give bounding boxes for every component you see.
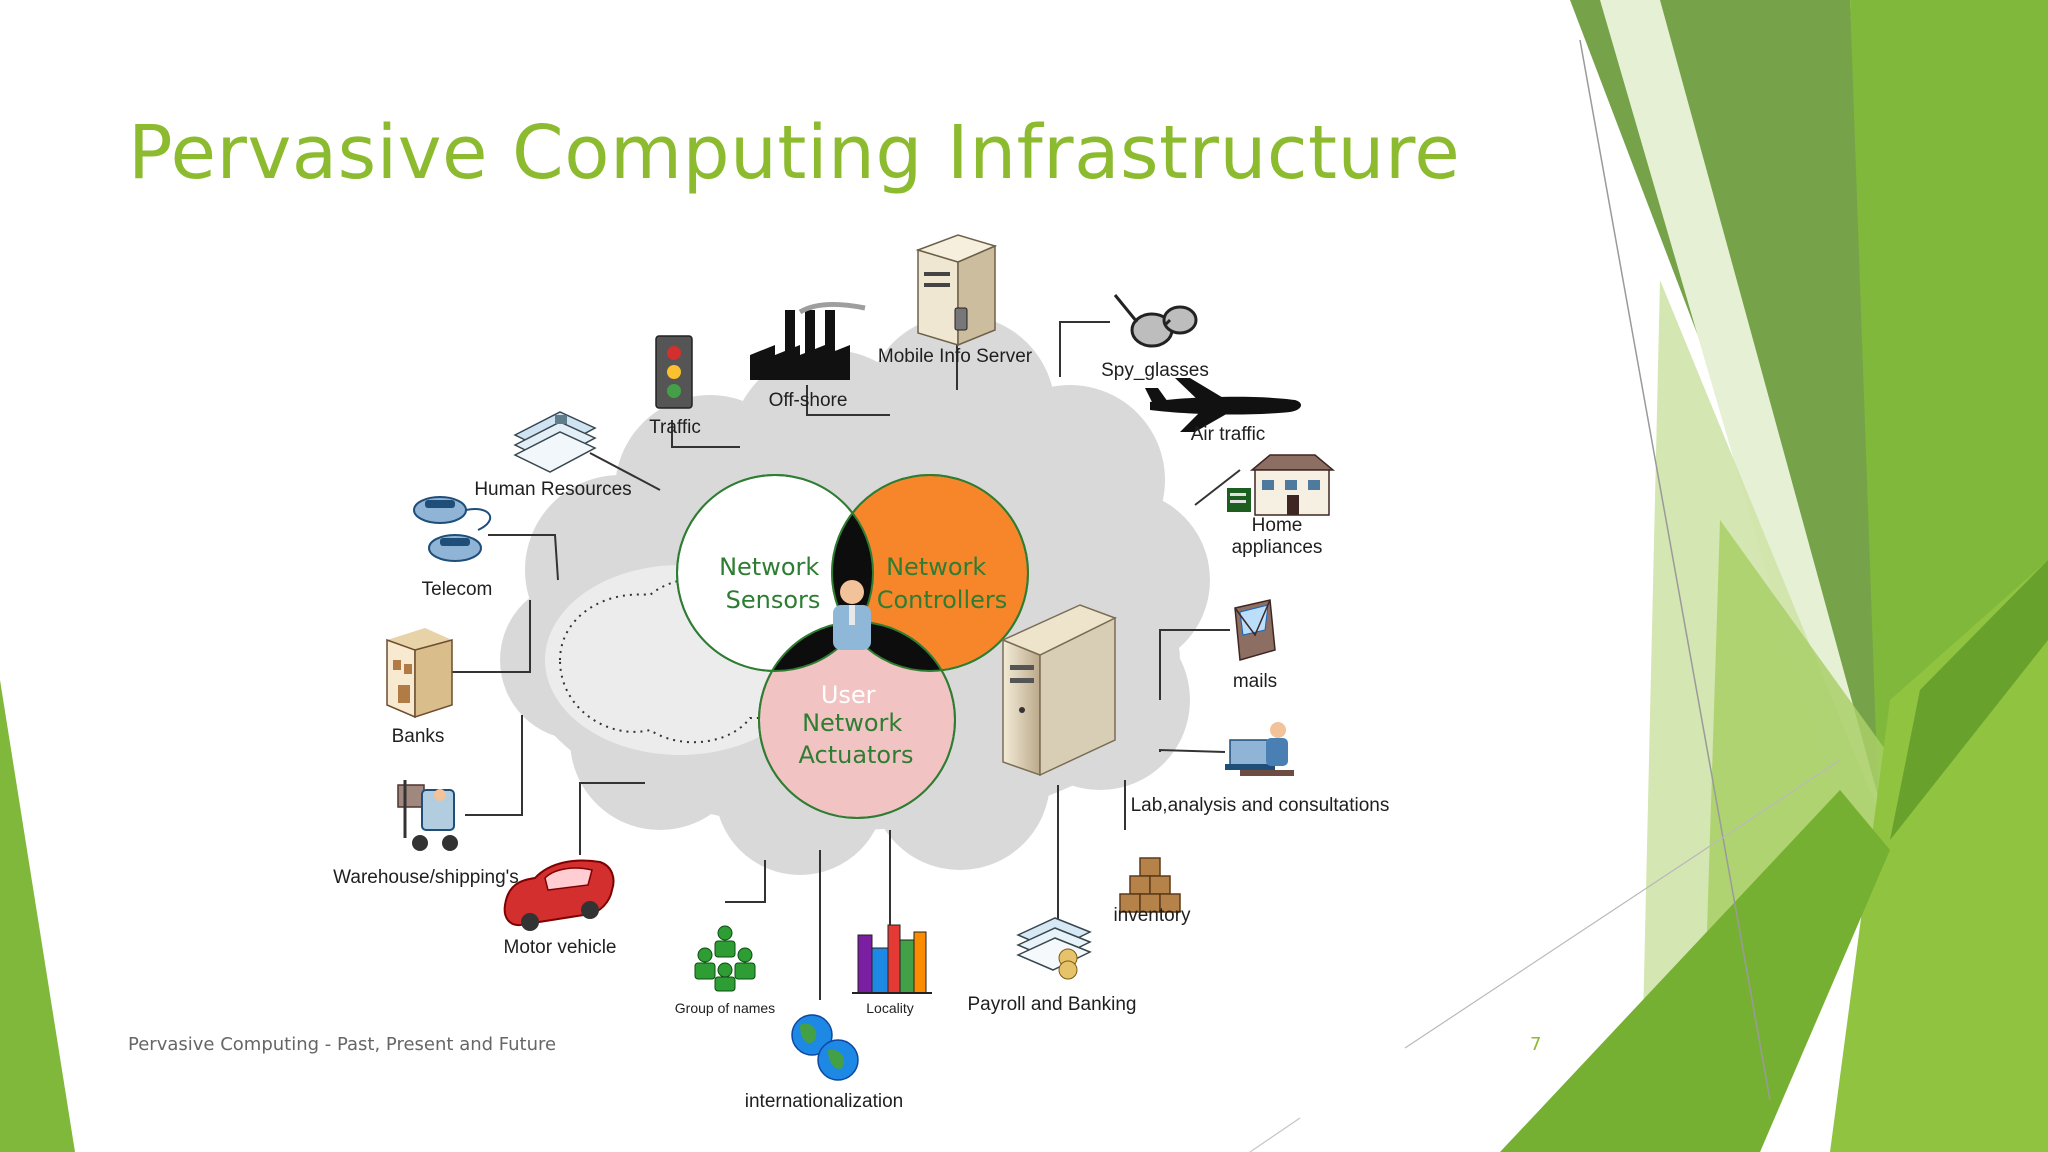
- boxes-icon: [1119, 857, 1181, 913]
- thin-line-1: [1579, 39, 1771, 1101]
- right-facet-3: [1600, 0, 1890, 840]
- page-number: 7: [1530, 1034, 1542, 1055]
- venn-actuators-line2: Network: [802, 709, 902, 737]
- label-home-appliances-1: Home: [1252, 515, 1303, 536]
- connector-lines: [450, 321, 1241, 1000]
- label-internationalization: internationalization: [745, 1091, 903, 1112]
- venn-actuators-line3: Actuators: [799, 741, 914, 769]
- mail-icon: [1234, 599, 1276, 661]
- globe-icon: [791, 1014, 859, 1081]
- glasses-icon: [1113, 294, 1198, 348]
- label-spy-glasses: Spy_glasses: [1101, 360, 1209, 381]
- label-lab: Lab,analysis and consultations: [1131, 795, 1390, 816]
- label-locality: Locality: [866, 1000, 913, 1016]
- traffic-light-icon: [655, 335, 693, 409]
- airplane-icon: [1145, 378, 1302, 432]
- venn-sensors-line2: Sensors: [726, 586, 821, 614]
- central-server-icon: [1001, 604, 1117, 777]
- label-telecom: Telecom: [422, 579, 493, 600]
- venn-controllers-line1: Network: [886, 553, 986, 581]
- user-icon: [833, 580, 871, 650]
- telephone-icon: [413, 496, 491, 562]
- label-motor-vehicle: Motor vehicle: [504, 937, 617, 958]
- factory-icon: [750, 301, 866, 380]
- venn-diagram: Network Sensors Network Controllers User…: [676, 474, 1029, 819]
- right-facet-7: [1500, 790, 1890, 1152]
- svg-text:Network Controllers: Network Controllers: [877, 553, 1008, 614]
- svg-text:Network Sensors: Network Sensors: [719, 553, 827, 614]
- label-banks: Banks: [392, 726, 445, 747]
- server-icon: [915, 234, 998, 347]
- label-group-of-names: Group of names: [675, 1000, 775, 1016]
- forklift-icon: [397, 780, 458, 851]
- label-traffic: Traffic: [649, 417, 701, 438]
- buildings-icon: [852, 924, 932, 994]
- house-icon: [1227, 454, 1336, 516]
- bank-icon: [386, 628, 453, 719]
- label-mails: mails: [1233, 671, 1277, 692]
- label-mobile-info-server: Mobile Info Server: [878, 346, 1033, 367]
- documents-icon: [513, 411, 597, 473]
- label-off-shore: Off-shore: [769, 390, 848, 411]
- label-human-resources: Human Resources: [474, 479, 631, 500]
- venn-controllers-line2: Controllers: [877, 586, 1008, 614]
- people-group-icon: [694, 925, 756, 992]
- car-icon: [503, 859, 615, 931]
- label-air-traffic: Air traffic: [1191, 424, 1266, 445]
- footer-text: Pervasive Computing - Past, Present and …: [128, 1034, 557, 1055]
- label-inventory: inventory: [1113, 905, 1191, 926]
- label-home-appliances-2: appliances: [1232, 537, 1323, 558]
- venn-sensors-line1: Network: [719, 553, 819, 581]
- slide-title: Pervasive Computing Infrastructure: [128, 110, 1461, 196]
- lab-worker-icon: [1225, 722, 1294, 776]
- label-warehouse: Warehouse/shipping's: [333, 867, 519, 888]
- label-payroll: Payroll and Banking: [968, 994, 1137, 1015]
- payroll-icon: [1016, 917, 1092, 980]
- thin-line-2: [1404, 759, 1841, 1049]
- svg-text:User Network Actua: User Network Actuators: [799, 681, 914, 769]
- right-facet-8: [1890, 560, 2048, 840]
- venn-actuators-line1: User: [821, 681, 876, 709]
- left-green-shard: [0, 680, 75, 1152]
- thin-line-3: [1249, 1117, 1301, 1152]
